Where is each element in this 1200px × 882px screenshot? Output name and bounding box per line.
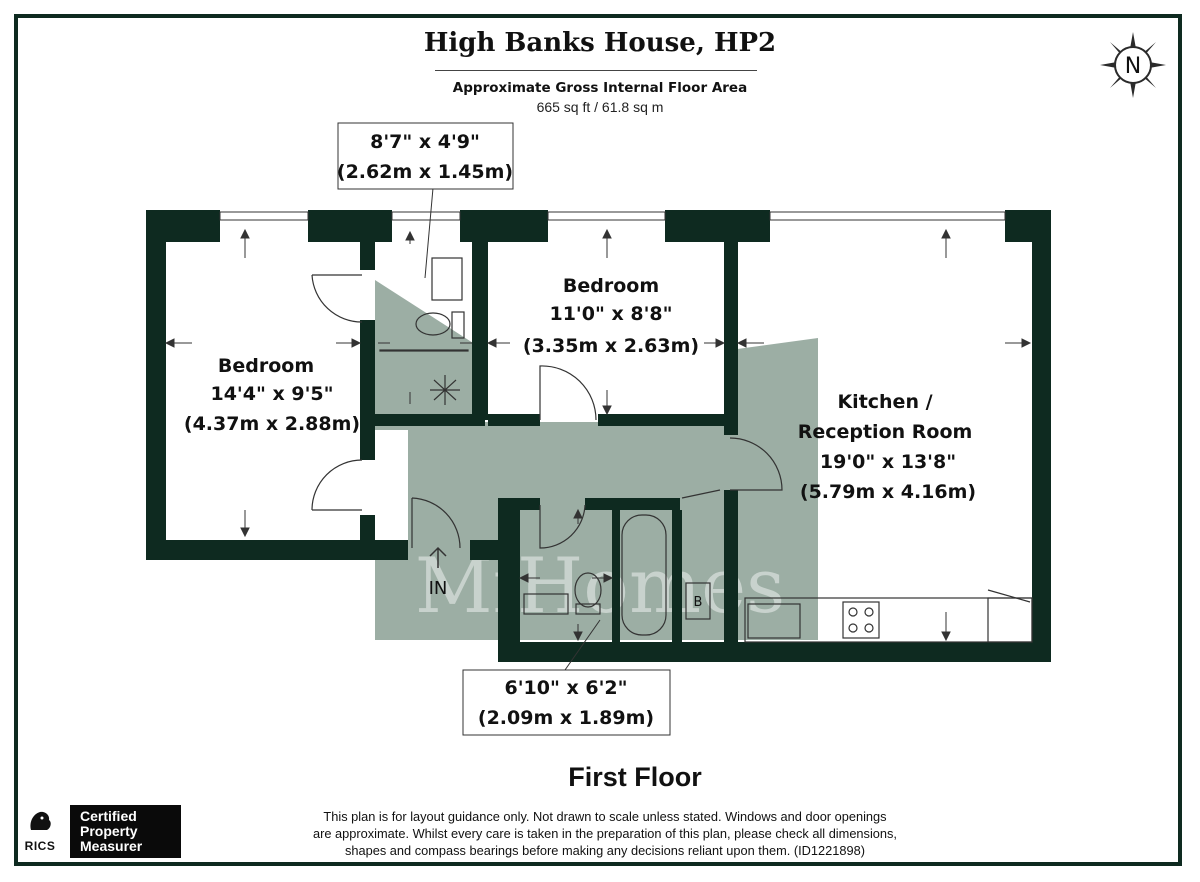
area-label: Approximate Gross Internal Floor Area [452,80,748,96]
bathroom-dimension-box: 6'10" x 6'2" (2.09m x 1.89m) [462,669,671,736]
svg-text:19'0" x 13'8": 19'0" x 13'8" [820,451,956,473]
doors [311,274,1031,603]
windows [219,211,1006,221]
room-bedroom-1: Bedroom 14'4" x 9'5" (4.37m x 2.88m) [184,355,360,435]
page-frame [14,14,1182,866]
disclaimer: This plan is for layout guidance only. N… [270,808,940,859]
floor-title: First Floor [568,762,702,792]
svg-text:Bedroom: Bedroom [563,275,659,297]
title-divider [435,70,757,71]
property-title: High Banks House, HP2 [423,28,777,58]
shower-leader-line [424,187,434,279]
compass-north-label: N [1125,54,1141,79]
svg-text:(4.37m x 2.88m): (4.37m x 2.88m) [184,413,360,435]
rics-lion-icon [30,811,51,830]
cert-line: Certified [80,808,137,824]
disclaimer-line: are approximate. Whilst every care is ta… [313,826,897,841]
room-kitchen-reception: Kitchen / Reception Room 19'0" x 13'8" (… [798,391,976,503]
walls [146,210,1051,662]
svg-text:(3.35m x 2.63m): (3.35m x 2.63m) [523,335,699,357]
svg-text:(2.62m x 1.45m): (2.62m x 1.45m) [337,161,513,183]
shower-room-dimension-box: 8'7" x 4'9" (2.62m x 1.45m) [337,122,514,190]
svg-text:(5.79m x 4.16m): (5.79m x 4.16m) [800,481,976,503]
svg-text:14'4" x 9'5": 14'4" x 9'5" [210,383,333,405]
svg-text:6'10" x 6'2": 6'10" x 6'2" [504,677,627,699]
bathroom-leader-line [564,619,601,671]
compass-icon: N [1098,30,1168,100]
disclaimer-line: This plan is for layout guidance only. N… [323,809,887,824]
area-value: 665 sq ft / 61.8 sq m [536,99,664,115]
cert-line: Property [80,823,138,839]
boiler-label: B [694,595,703,610]
svg-text:Bedroom: Bedroom [218,355,314,377]
rics-label: RICS [24,839,56,853]
svg-text:Reception Room: Reception Room [798,421,973,443]
rics-logo: RICS [15,808,65,853]
svg-text:(2.09m x 1.89m): (2.09m x 1.89m) [478,707,654,729]
entrance-label: IN [429,578,448,599]
svg-text:11'0" x 8'8": 11'0" x 8'8" [549,303,672,325]
dimension-arrows [164,228,1032,642]
fixtures [379,257,1033,643]
entrance-arrow-icon [429,546,447,568]
room-bedroom-2: Bedroom 11'0" x 8'8" (3.35m x 2.63m) [523,275,699,357]
svg-text:8'7" x 4'9": 8'7" x 4'9" [370,131,480,153]
disclaimer-line: shapes and compass bearings before makin… [344,843,865,858]
cert-line: Measurer [80,838,143,854]
certified-measurer-badge: Certified Property Measurer [70,805,181,858]
svg-text:Kitchen /: Kitchen / [837,391,932,413]
